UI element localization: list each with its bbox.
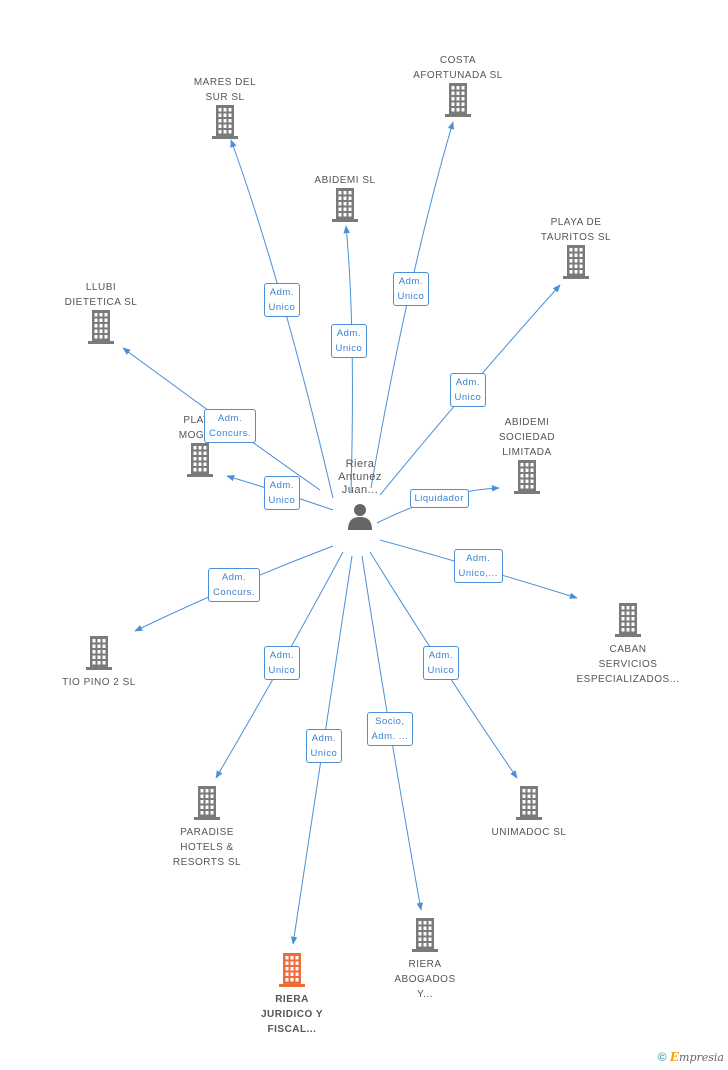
building-icon [157,786,257,825]
company-label: PLAYA DE TAURITOS SL [540,217,612,243]
company-node-caban[interactable]: CABAN SERVICIOS ESPECIALIZADOS... [568,603,688,687]
edge-label-paradise[interactable]: Adm. Unico [263,646,301,680]
edge-label-caban[interactable]: Adm. Unico,... [453,549,503,583]
company-label: ABIDEMI SL [314,175,376,186]
company-node-mares[interactable]: MARES DEL SUR SL [180,75,270,144]
company-node-playa_mogan[interactable]: PLAYA MOGA... [165,413,235,482]
company-node-abidemi_soc[interactable]: ABIDEMI SOCIEDAD LIMITADA [482,415,572,499]
building-icon [526,245,626,284]
center-person-label: Riera Antunez Juan... [338,458,382,496]
company-label: PLAYA MOGA... [178,415,222,441]
company-label: PARADISE HOTELS & RESORTS SL [172,827,242,868]
company-label: COSTA AFORTUNADA SL [413,55,503,81]
building-icon [375,918,475,957]
building-icon [180,105,270,144]
company-label: ABIDEMI SOCIEDAD LIMITADA [498,417,556,458]
edge-label-riera_juridico[interactable]: Adm. Unico [305,729,343,763]
building-icon [479,786,579,825]
company-label: MARES DEL SUR SL [193,77,257,103]
edge-label-playa_mogan[interactable]: Adm. Unico [263,476,301,510]
company-label: RIERA ABOGADOS Y... [394,959,456,1000]
edge-label-unimadoc[interactable]: Adm. Unico [422,646,460,680]
company-node-tio_pino[interactable]: TIO PINO 2 SL [49,636,149,690]
company-label: TIO PINO 2 SL [62,677,136,688]
company-node-llubi[interactable]: LLUBI DIETETICA SL [51,280,151,349]
building-icon [49,636,149,675]
building-icon [482,460,572,499]
building-icon [403,83,513,122]
copyright-symbol: © [657,1050,667,1064]
brand-footer: © Empresia [658,1050,724,1064]
building-icon [300,188,390,227]
company-label: UNIMADOC SL [491,827,567,838]
edge-label-costa[interactable]: Adm. Unico [392,272,430,306]
edge-label-mares[interactable]: Adm. Unico [263,283,301,317]
company-node-unimadoc[interactable]: UNIMADOC SL [479,786,579,840]
center-person-node[interactable]: Riera Antunez Juan... [318,458,402,536]
edge-abidemi [343,225,353,493]
building-icon [242,953,342,992]
brand-name: mpresia [679,1051,724,1064]
building-icon [568,603,688,642]
company-node-abidemi[interactable]: ABIDEMI SL [300,173,390,227]
edge-label-abidemi[interactable]: Adm. Unico [330,324,368,358]
person-icon [348,504,372,530]
company-label: CABAN SERVICIOS ESPECIALIZADOS... [576,644,680,685]
company-label: LLUBI DIETETICA SL [64,282,138,308]
company-node-costa[interactable]: COSTA AFORTUNADA SL [403,53,513,122]
company-node-playa_tauritos[interactable]: PLAYA DE TAURITOS SL [526,215,626,284]
building-icon [165,443,235,482]
brand-initial: E [669,1050,680,1064]
edge-label-abidemi_soc[interactable]: Liquidador [409,488,469,508]
company-node-riera_juridico[interactable]: RIERA JURIDICO Y FISCAL... [242,953,342,1037]
edge-label-playa_tauritos[interactable]: Adm. Unico [449,373,487,407]
edge-label-riera_abogados[interactable]: Socio, Adm. ... [366,712,414,746]
edge-label-tio_pino[interactable]: Adm. Concurs. [208,568,261,602]
company-node-paradise[interactable]: PARADISE HOTELS & RESORTS SL [157,786,257,870]
edge-label-llubi[interactable]: Adm. Concurs. [204,409,257,443]
building-icon [51,310,151,349]
company-label: RIERA JURIDICO Y FISCAL... [260,994,324,1035]
company-node-riera_abogados[interactable]: RIERA ABOGADOS Y... [375,918,475,1002]
